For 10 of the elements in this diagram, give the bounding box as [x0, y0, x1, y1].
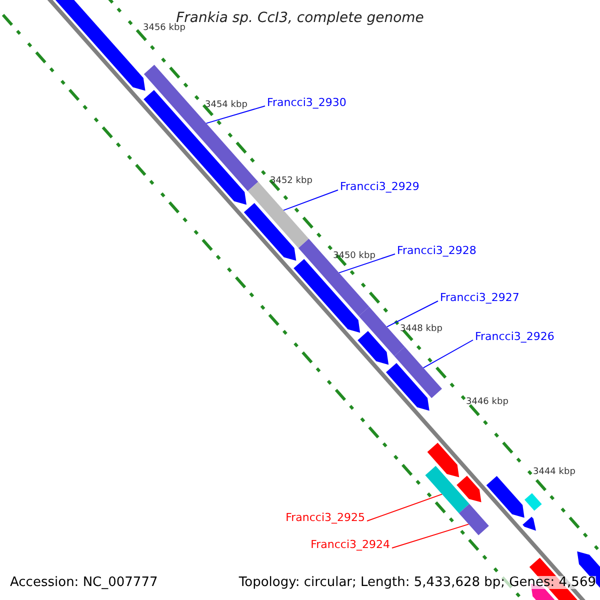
scale-label: 3446 kbp	[466, 398, 508, 407]
scale-label: 3448 kbp	[400, 325, 442, 334]
scale-label: 3444 kbp	[533, 468, 576, 477]
scale-label: 3452 kbp	[270, 177, 312, 186]
accession-text: Accession: NC_007777	[10, 576, 158, 589]
scale-label: 3450 kbp	[333, 252, 376, 261]
genome-info-text: Topology: circular; Length: 5,433,628 bp; Genes: 4,569	[238, 576, 596, 589]
scale-label: 3456 kbp	[143, 24, 186, 33]
scale-label: 3454 kbp	[205, 101, 248, 110]
title: Frankia sp. CcI3, complete genome	[176, 11, 425, 25]
